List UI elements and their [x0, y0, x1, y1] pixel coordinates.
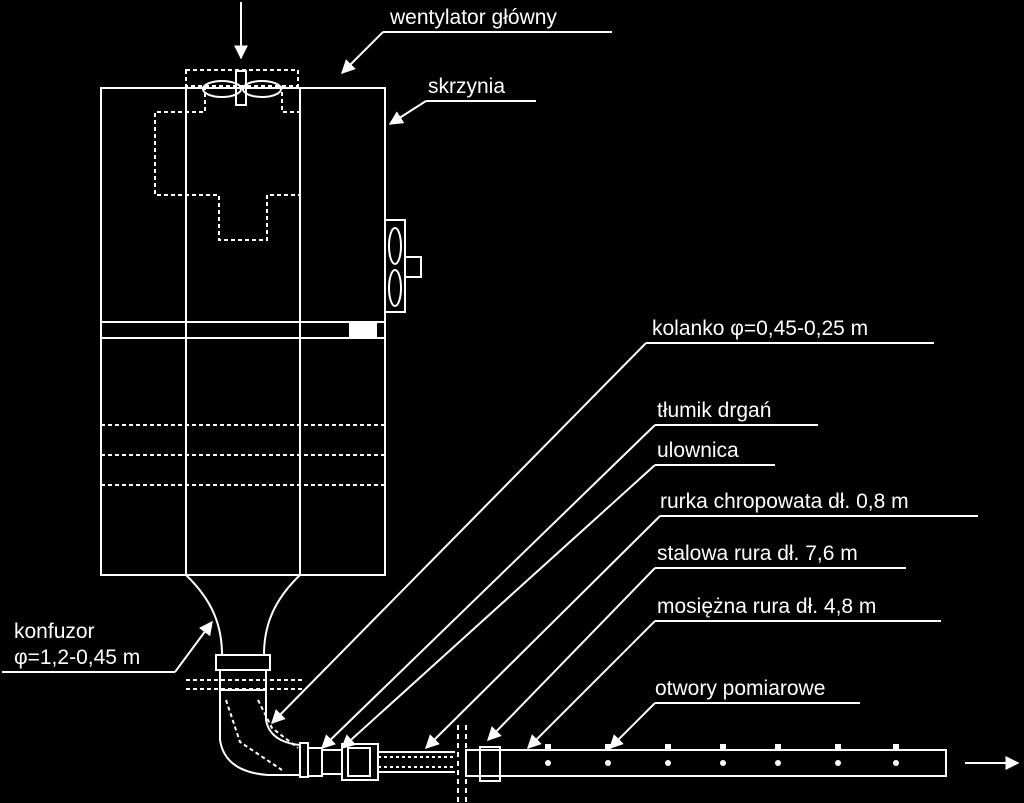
label-rough-pipe: rurka chropowata dł. 0,8 m [660, 490, 909, 513]
measurement-pipe [465, 749, 947, 777]
elbow-joint [299, 742, 309, 778]
label-main-fan: wentylator główny [389, 6, 557, 29]
label-steel-pipe: stalowa rura dł. 7,6 m [657, 542, 858, 565]
label-measurement-holes: otwory pomiarowe [655, 677, 825, 700]
damper [322, 743, 379, 781]
flange [307, 747, 323, 777]
label-confusor-diameter: φ=1,2-0,45 m [14, 646, 140, 669]
measurement-holes [545, 744, 899, 766]
box [100, 87, 386, 576]
rough-pipe [378, 751, 455, 773]
fan-housing [154, 69, 301, 241]
confusor [185, 574, 301, 656]
side-fan-icon [384, 219, 422, 313]
label-flow-straightener: ulownica [657, 439, 739, 462]
leader-lines [2, 31, 978, 749]
label-elbow: kolanko φ=0,45-0,25 m [652, 317, 868, 340]
label-damper: tłumik drgań [657, 399, 771, 422]
fan-icon [202, 70, 282, 106]
label-brass-pipe: mosiężna rura dł. 4,8 m [657, 595, 876, 618]
label-confusor: konfuzor [14, 620, 95, 643]
elbow [219, 690, 301, 776]
label-box: skrzynia [428, 75, 505, 98]
confusor-flange [186, 654, 305, 691]
